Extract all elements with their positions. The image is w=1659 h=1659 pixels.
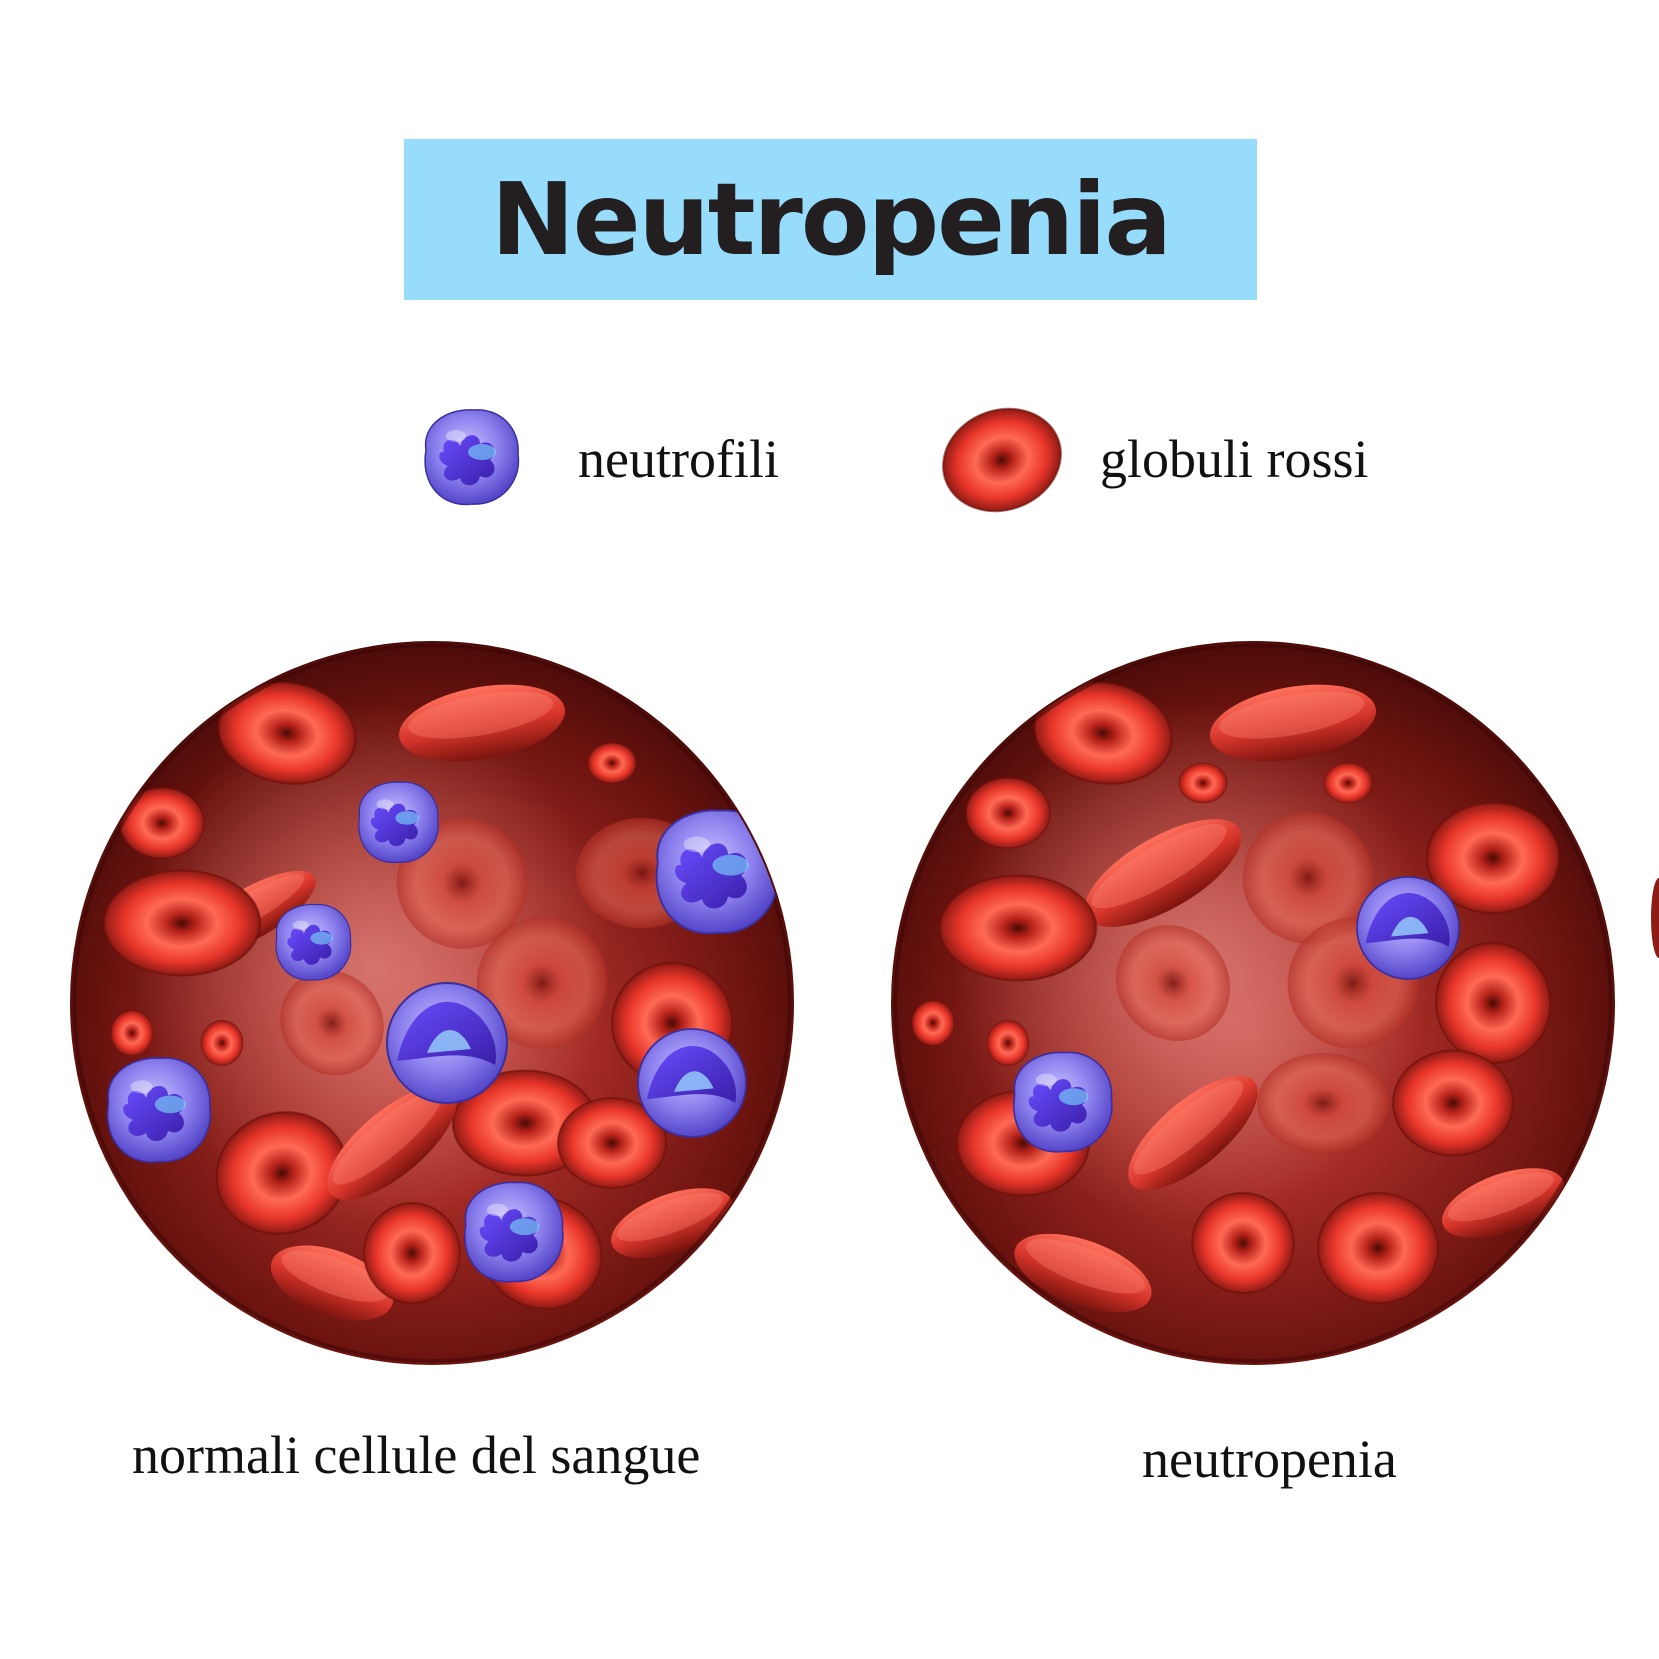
neutrophil <box>386 982 508 1104</box>
red-blood-cell <box>119 787 205 859</box>
red-blood-cell <box>1257 1053 1389 1153</box>
neutrophil <box>655 809 779 935</box>
title-banner: Neutropenia <box>404 139 1257 300</box>
edge-cell-fragment <box>1651 878 1659 958</box>
neutrophil <box>275 903 352 981</box>
red-blood-cell <box>938 874 1098 982</box>
red-blood-cell <box>1391 1049 1515 1157</box>
red-blood-cell <box>200 1020 244 1066</box>
neutrophil <box>464 1181 564 1283</box>
red-blood-cell-legend-icon <box>942 405 1062 515</box>
red-blood-cell <box>102 869 262 977</box>
neutrophil-legend-icon <box>424 409 520 506</box>
red-blood-cell <box>110 1010 154 1056</box>
legend-rbc-label: globuli rossi <box>1100 429 1369 489</box>
page-title: Neutropenia <box>491 161 1172 278</box>
normal-blood-panel <box>70 641 794 1365</box>
neutrophil <box>637 1028 747 1138</box>
red-blood-cell <box>1323 762 1373 804</box>
neutrophil <box>358 781 439 864</box>
red-blood-cell <box>587 742 637 784</box>
neutrophil <box>1013 1051 1113 1153</box>
red-blood-cell <box>1316 1191 1440 1305</box>
neutropenia-caption: neutropenia <box>1142 1429 1397 1489</box>
red-blood-cell <box>363 1202 461 1304</box>
red-blood-cell <box>1178 762 1228 804</box>
red-blood-cell <box>965 777 1051 849</box>
neutropenia-panel <box>891 641 1615 1365</box>
neutrophil <box>106 1057 212 1163</box>
normal-blood-caption: normali cellule del sangue <box>132 1425 701 1485</box>
red-blood-cell <box>911 1000 955 1046</box>
red-blood-cell <box>986 1020 1030 1066</box>
neutrophil <box>1356 876 1460 980</box>
legend-neutrophil-label: neutrofili <box>578 429 779 489</box>
